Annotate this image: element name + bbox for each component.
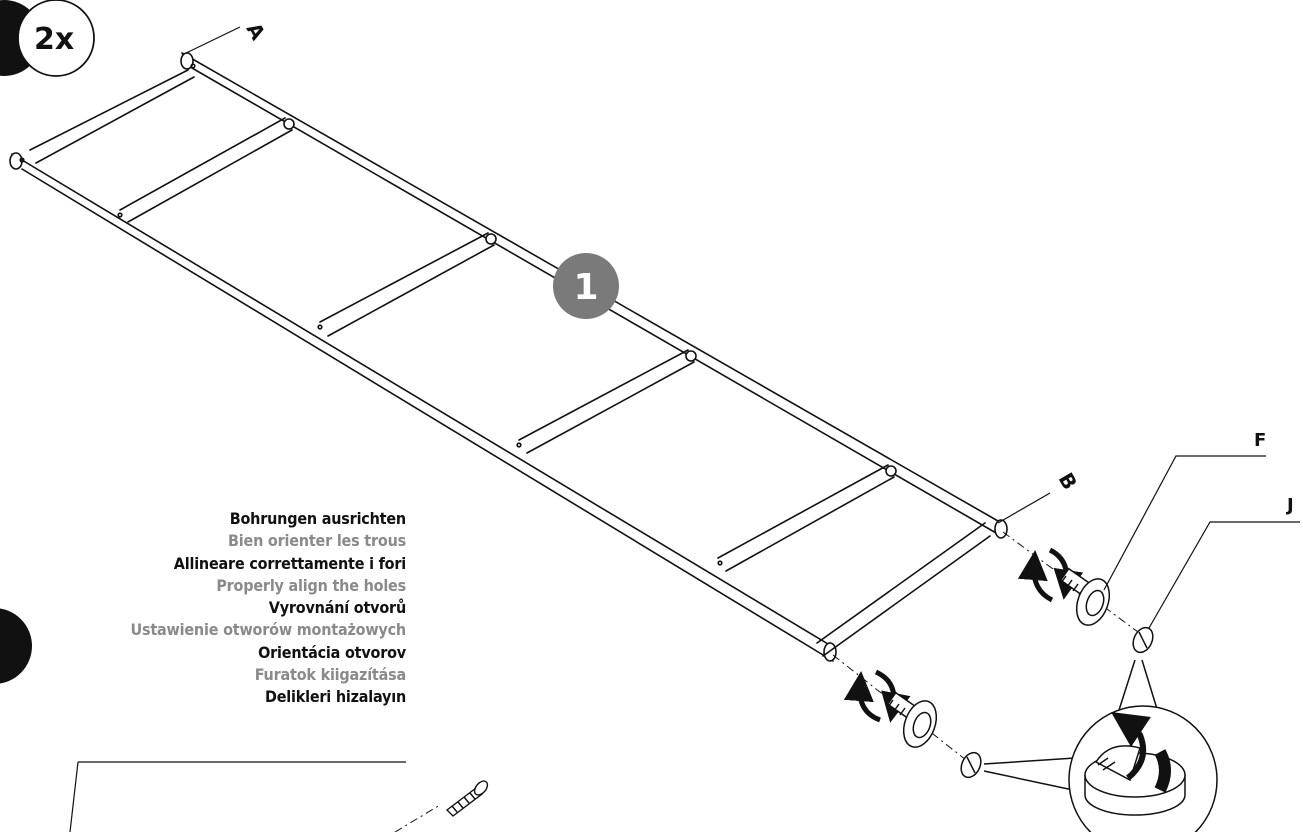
detail-callout [983,659,1218,832]
step-badge-number: 1 [573,267,598,308]
label-b-group: B [997,469,1082,524]
alignment-instructions: Bohrungen ausrichten Bien orienter les t… [130,508,406,709]
step-badge: 1 [553,253,619,319]
dowel-part [394,780,489,832]
label-a: A [242,19,271,45]
upper-fitting [1002,531,1154,654]
label-f: F [1254,430,1266,451]
label-j-group: J [1148,495,1300,629]
label-b: B [1054,469,1082,494]
instruction-de: Bohrungen ausrichten [229,509,406,528]
instruction-sk: Orientácia otvorov [258,642,406,662]
label-f-group: F [1103,430,1266,591]
lower-fitting [832,654,982,779]
instruction-pl: Ustawienie otworów montażowych [130,620,406,640]
instruction-bracket [69,761,406,832]
instruction-cs: Vyrovnání otvorů [268,598,406,618]
step-multiplier: 2x [34,22,74,57]
instruction-hu: Furatok kiigazítása [254,665,406,685]
instruction-en: Properly align the holes [216,575,406,595]
instruction-tr: Delikleri hizalayın [264,687,406,707]
page-edge-marker [0,608,32,684]
step-indicator: 2x [0,0,95,77]
label-j: J [1285,495,1294,516]
instruction-it: Allineare correttamente i fori [173,553,406,573]
instruction-fr: Bien orienter les trous [228,531,406,551]
label-a-group: A [181,19,271,56]
